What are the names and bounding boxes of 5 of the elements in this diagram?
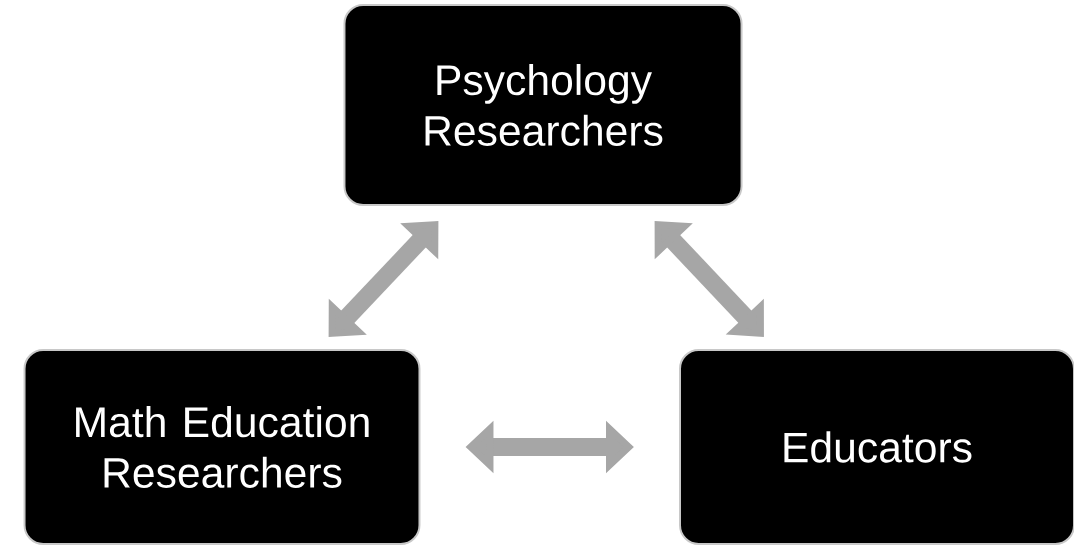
process-box: Educators	[679, 349, 1074, 545]
double-arrow	[328, 221, 439, 337]
process-box: Psychology Researchers	[343, 4, 743, 206]
double-arrow	[654, 221, 764, 337]
process-box: Math Education Researchers	[23, 349, 421, 545]
